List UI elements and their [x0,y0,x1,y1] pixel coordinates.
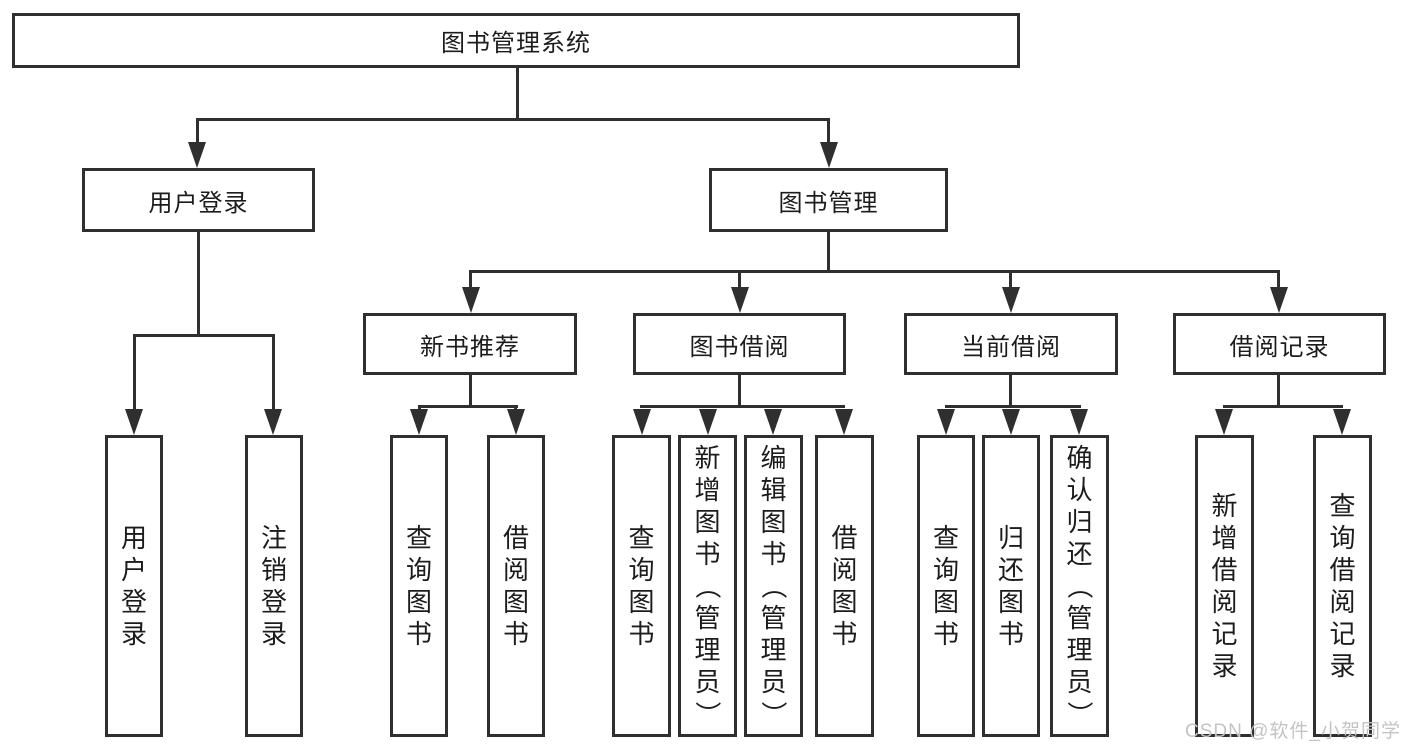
leaf-label: 借阅图书 [502,523,529,649]
connector-line [133,334,275,337]
node-library-management-system: 图书管理系统 [12,13,1020,68]
leaf-label: 查询图书 [405,523,432,649]
connector-line [418,405,518,408]
arrowhead-down-icon [1002,287,1020,313]
connector-line [945,405,1081,408]
leaf-user-login: 用户登录 [105,435,163,737]
node-label: 图书管理系统 [441,30,591,57]
connector-line [1223,405,1343,408]
connector-line [1009,270,1012,288]
node-label: 用户登录 [148,189,249,217]
connector-line [738,270,741,288]
leaf-borrow-books-recommend: 借阅图书 [487,435,545,737]
connector-line [197,232,200,336]
leaf-label: 编辑图书（管理员） [758,443,789,727]
leaf-borrow-books-borrowing: 借阅图书 [815,435,874,737]
leaf-return-books: 归还图书 [982,435,1040,737]
arrowhead-down-icon [699,409,717,435]
node-label: 图书借阅 [689,333,790,361]
arrowhead-down-icon [1270,287,1288,313]
leaf-label: 借阅图书 [831,523,858,649]
leaf-add-borrow-record: 新增借阅记录 [1195,435,1254,737]
connector-line [469,270,472,288]
connector-line [1277,270,1280,288]
leaf-label: 查询图书 [932,523,959,649]
connector-line [640,405,845,408]
arrowhead-down-icon [1070,409,1088,435]
connector-line [418,405,421,411]
arrowhead-down-icon [410,409,428,435]
connector-line [827,118,830,145]
leaf-label: 新增图书（管理员） [692,443,723,727]
arrowhead-down-icon [188,142,206,168]
connector-line [516,68,519,119]
arrowhead-down-icon [820,142,838,168]
arrowhead-down-icon [462,287,480,313]
watermark-text: CSDN @软件_小贺同学 [1185,721,1401,742]
leaf-edit-books-admin: 编辑图书（管理员） [744,435,803,737]
leaf-label: 查询图书 [628,523,655,649]
arrowhead-down-icon [125,409,143,435]
leaf-query-books-current: 查询图书 [917,435,975,737]
leaf-label: 注销登录 [260,523,287,649]
connector-line [469,270,1280,273]
connector-line [469,375,472,407]
leaf-label: 归还图书 [997,523,1024,649]
node-label: 当前借阅 [961,333,1061,361]
arrowhead-down-icon [731,287,749,313]
leaf-label: 新增借阅记录 [1211,491,1238,681]
leaf-add-books-admin: 新增图书（管理员） [678,435,737,737]
leaf-logout-login: 注销登录 [245,435,303,737]
arrowhead-down-icon [1215,409,1233,435]
arrowhead-down-icon [633,409,651,435]
connector-line [196,118,830,121]
node-label: 图书管理 [778,189,879,217]
arrowhead-down-icon [1002,409,1020,435]
arrowhead-down-icon [937,409,955,435]
leaf-confirm-return-admin: 确认归还（管理员） [1050,435,1109,737]
node-user-login: 用户登录 [82,168,315,232]
node-book-management: 图书管理 [709,168,948,232]
node-borrowing-records: 借阅记录 [1173,313,1386,375]
leaf-query-books-recommend: 查询图书 [390,435,448,737]
leaf-label: 确认归还（管理员） [1064,443,1095,727]
node-book-borrowing: 图书借阅 [633,313,846,375]
node-current-borrowing: 当前借阅 [904,313,1118,375]
arrowhead-down-icon [764,409,782,435]
connector-line [738,375,741,407]
leaf-label: 用户登录 [120,523,147,649]
connector-line [1277,375,1280,407]
arrowhead-down-icon [835,409,853,435]
node-new-book-recommendation: 新书推荐 [363,313,577,375]
leaf-query-borrow-record: 查询借阅记录 [1313,435,1372,737]
arrowhead-down-icon [1333,409,1351,435]
leaf-query-books-borrowing: 查询图书 [612,435,671,737]
node-label: 借阅记录 [1229,333,1330,361]
connector-line [1009,375,1012,407]
connector-line [514,405,517,411]
connector-line [133,334,136,411]
node-label: 新书推荐 [420,333,520,361]
connector-line [272,334,275,411]
connector-line [196,118,199,145]
leaf-label: 查询借阅记录 [1329,491,1356,681]
arrowhead-down-icon [507,409,525,435]
connector-line [827,232,830,272]
arrowhead-down-icon [264,409,282,435]
